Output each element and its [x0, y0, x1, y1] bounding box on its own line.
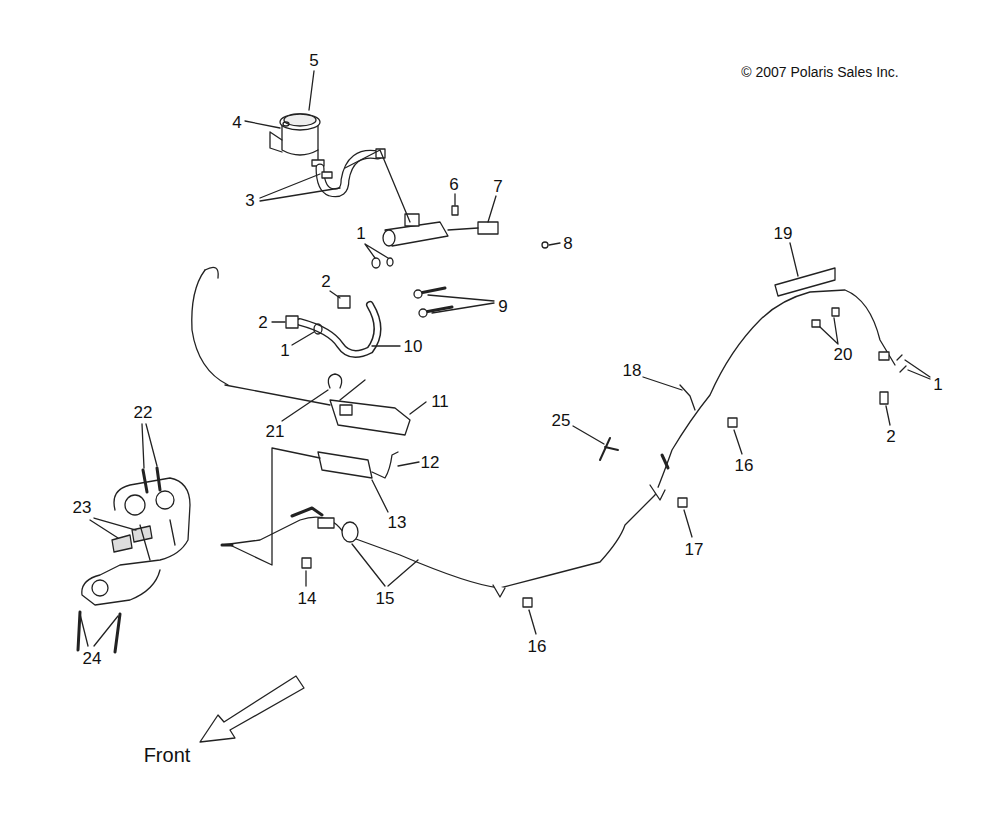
- callout-number: 11: [431, 393, 449, 410]
- callout-number: 6: [449, 176, 458, 193]
- leader-line: [340, 380, 365, 400]
- callout-number: 12: [421, 454, 440, 471]
- line-fitting: [222, 508, 322, 545]
- front-arrow: [200, 676, 304, 742]
- callout-number: 16: [528, 638, 547, 655]
- callout-number: 19: [774, 225, 793, 242]
- callout-number: 1: [933, 376, 942, 393]
- callout-number: 15: [376, 590, 395, 607]
- callout-number: 2: [886, 428, 895, 445]
- callout-number: 5: [309, 52, 318, 69]
- reservoir-hose-fill: [320, 154, 378, 193]
- copyright-notice: © 2007 Polaris Sales Inc.: [741, 65, 898, 79]
- clip: [493, 585, 505, 597]
- leader-line: [230, 448, 320, 565]
- brake-line: [372, 452, 398, 478]
- line-fitting: [879, 352, 889, 360]
- valve: [330, 400, 410, 435]
- callout-number: 23: [73, 499, 92, 516]
- bolt: [812, 320, 820, 327]
- brake-line: [192, 270, 228, 385]
- callout-number: 25: [552, 412, 571, 429]
- master-cylinder: [383, 206, 548, 317]
- leader-line: [345, 150, 410, 222]
- leader-lines: [80, 71, 930, 646]
- callout-number: 1: [280, 342, 289, 359]
- brake-hose-fill: [300, 305, 378, 354]
- washer: [897, 355, 906, 372]
- callout-number: 9: [498, 298, 507, 315]
- callout-number: 1: [356, 225, 365, 242]
- callout-number: 17: [685, 541, 704, 558]
- hose-clamp: [322, 172, 332, 178]
- direction-label: Front: [144, 745, 191, 765]
- bolt: [832, 308, 839, 316]
- grommet: [342, 522, 358, 542]
- callout-number: 14: [298, 590, 317, 607]
- banjo-bolt: [286, 316, 298, 328]
- callout-number: 10: [404, 338, 423, 355]
- brake-line: [222, 290, 895, 588]
- nut: [728, 418, 737, 427]
- bracket: [205, 267, 218, 278]
- callout-number: 13: [388, 514, 407, 531]
- junction-block: [318, 452, 372, 478]
- reservoir: [270, 114, 324, 166]
- reservoir-hose: [320, 154, 378, 193]
- callout-number: 2: [258, 314, 267, 331]
- hose-clip: [328, 374, 341, 388]
- brake-hose: [300, 305, 378, 354]
- callout-number: 8: [563, 235, 572, 252]
- nut: [678, 498, 687, 507]
- line-joint: [662, 455, 668, 468]
- nut: [523, 598, 532, 607]
- grommet: [283, 122, 289, 126]
- bolt: [78, 612, 120, 652]
- callout-number: 18: [623, 362, 642, 379]
- callout-number: 24: [83, 650, 102, 667]
- callout-number: 22: [134, 404, 153, 421]
- callout-number: 7: [493, 178, 502, 195]
- leader-line: [225, 385, 330, 405]
- valve-port: [340, 405, 352, 415]
- banjo-bolt: [880, 392, 888, 404]
- callout-number: 21: [266, 423, 285, 440]
- clip: [680, 385, 695, 410]
- clip: [650, 485, 665, 500]
- bracket: [775, 268, 835, 296]
- callout-number: 2: [321, 273, 330, 290]
- washer: [387, 258, 393, 266]
- bolt: [143, 468, 160, 492]
- callout-number: 4: [232, 114, 241, 131]
- bracket: [318, 518, 334, 528]
- washer: [372, 258, 380, 268]
- callout-number: 20: [834, 346, 853, 363]
- washer: [314, 324, 322, 334]
- brake-caliper: [82, 478, 190, 605]
- callout-number: 3: [245, 192, 254, 209]
- nut: [302, 558, 311, 568]
- cable-tie: [600, 438, 618, 460]
- callout-number: 16: [735, 457, 754, 474]
